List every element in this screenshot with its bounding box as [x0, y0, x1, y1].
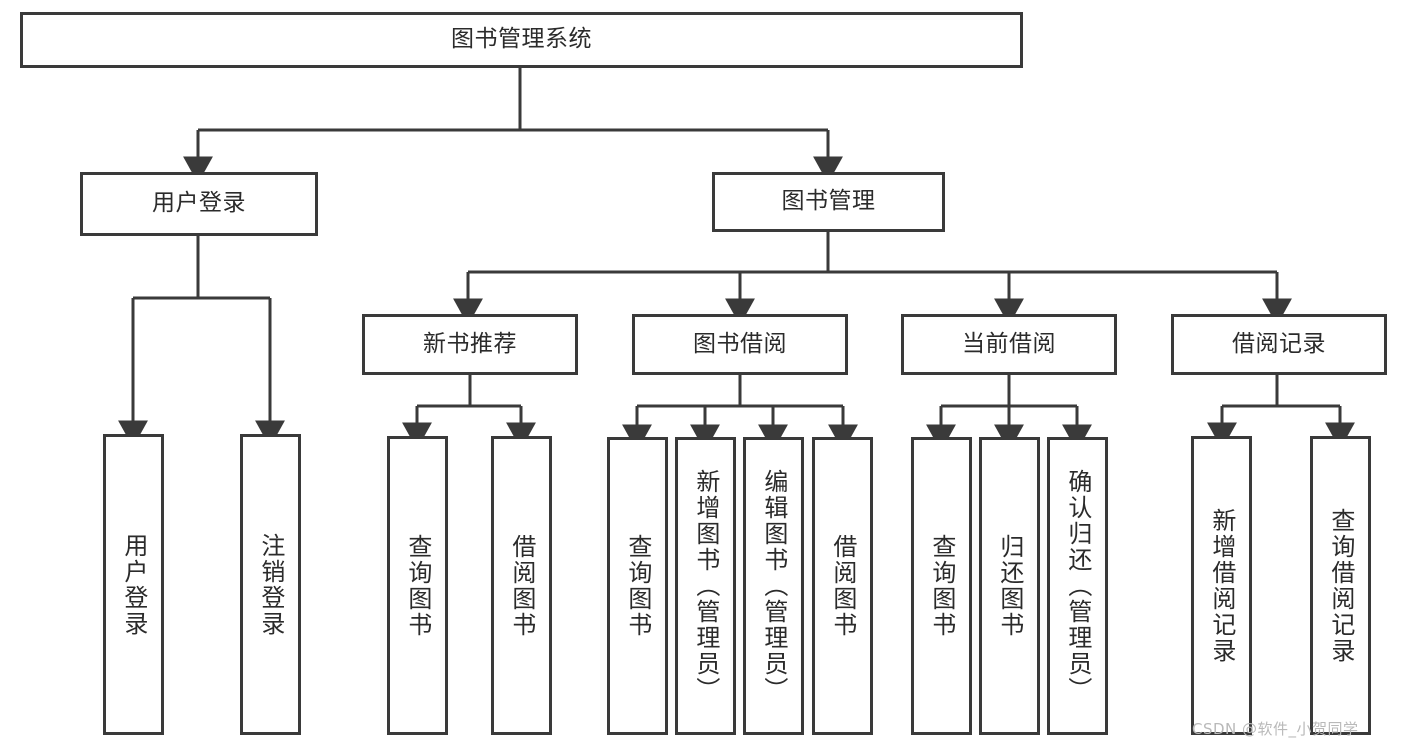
node-new-book-rec-label: 新书推荐	[423, 330, 517, 357]
node-current-borrow[interactable]: 当前借阅	[901, 314, 1117, 375]
node-book-manage-label: 图书管理	[781, 188, 876, 215]
node-leaf-query-book-1-label: 查询图书	[403, 533, 432, 638]
csdn-watermark: CSDN @软件_小贺同学	[1192, 720, 1359, 738]
node-book-manage[interactable]: 图书管理	[712, 172, 945, 232]
node-leaf-logout[interactable]: 注销登录	[240, 434, 301, 735]
node-book-borrow[interactable]: 图书借阅	[632, 314, 848, 375]
node-leaf-edit-book[interactable]: 编辑图书（管理员）	[743, 437, 804, 735]
node-leaf-query-book-1[interactable]: 查询图书	[387, 436, 448, 735]
node-leaf-confirm-return[interactable]: 确认归还（管理员）	[1047, 437, 1108, 735]
node-leaf-query-book-2[interactable]: 查询图书	[607, 437, 668, 735]
node-user-login-label: 用户登录	[152, 190, 246, 217]
node-leaf-add-book[interactable]: 新增图书（管理员）	[675, 437, 736, 735]
node-leaf-query-record[interactable]: 查询借阅记录	[1310, 436, 1371, 735]
node-leaf-query-book-2-label: 查询图书	[623, 534, 652, 638]
node-book-borrow-label: 图书借阅	[693, 330, 787, 357]
node-leaf-borrow-book-2-label: 借阅图书	[828, 534, 857, 638]
node-leaf-user-login[interactable]: 用户登录	[103, 434, 164, 735]
node-leaf-confirm-return-label: 确认归还（管理员）	[1063, 469, 1092, 703]
node-leaf-borrow-book-1-label: 借阅图书	[507, 533, 536, 638]
node-leaf-add-record[interactable]: 新增借阅记录	[1191, 436, 1252, 735]
node-leaf-query-book-3-label: 查询图书	[927, 534, 956, 638]
node-new-book-rec[interactable]: 新书推荐	[362, 314, 578, 375]
node-leaf-add-book-label: 新增图书（管理员）	[691, 469, 720, 703]
node-leaf-borrow-book-2[interactable]: 借阅图书	[812, 437, 873, 735]
node-root[interactable]: 图书管理系统	[20, 12, 1023, 68]
node-leaf-query-record-label: 查询借阅记录	[1326, 507, 1355, 664]
node-borrow-record[interactable]: 借阅记录	[1171, 314, 1387, 375]
node-leaf-return-book-label: 归还图书	[995, 534, 1024, 638]
node-leaf-add-record-label: 新增借阅记录	[1207, 507, 1236, 664]
node-leaf-return-book[interactable]: 归还图书	[979, 437, 1040, 735]
node-leaf-user-login-label: 用户登录	[119, 532, 148, 637]
node-root-label: 图书管理系统	[451, 26, 592, 53]
node-user-login[interactable]: 用户登录	[80, 172, 318, 236]
node-leaf-logout-label: 注销登录	[256, 532, 285, 637]
node-leaf-edit-book-label: 编辑图书（管理员）	[759, 469, 788, 703]
node-current-borrow-label: 当前借阅	[962, 330, 1056, 357]
node-leaf-borrow-book-1[interactable]: 借阅图书	[491, 436, 552, 735]
node-leaf-query-book-3[interactable]: 查询图书	[911, 437, 972, 735]
node-borrow-record-label: 借阅记录	[1232, 330, 1326, 357]
